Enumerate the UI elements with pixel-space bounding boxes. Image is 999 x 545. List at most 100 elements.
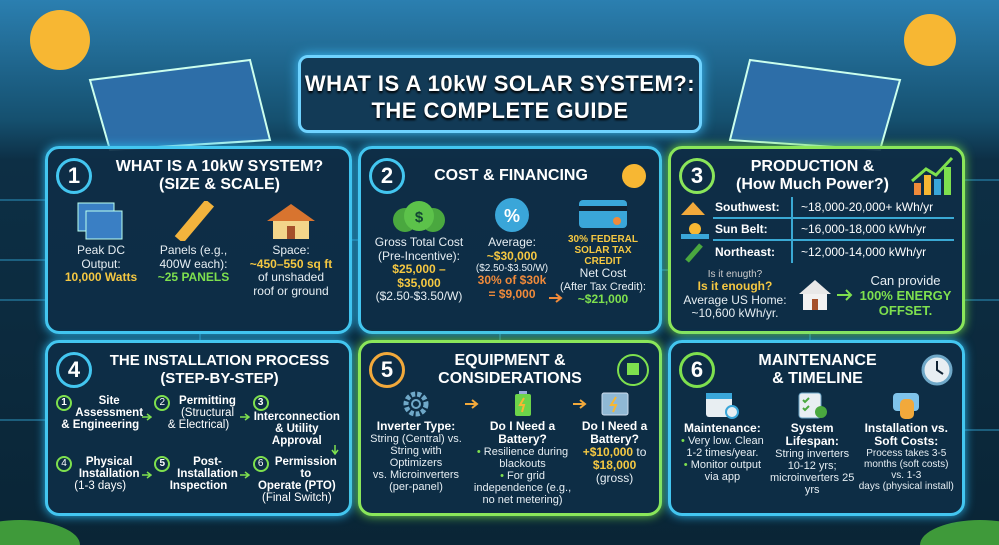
panel-size-scale: 1 WHAT IS A 10kW SYSTEM?(SIZE & SCALE) P…: [45, 146, 352, 334]
text: Process takes 3-5: [866, 448, 947, 459]
page-title: WHAT IS A 10kW SOLAR SYSTEM?: THE COMPLE…: [298, 55, 702, 133]
panel-subtitle: (STEP-BY-STEP): [160, 370, 279, 387]
panel-production: 3 PRODUCTION &(How Much Power?) Southwes…: [668, 146, 965, 334]
battery-icon: [514, 391, 531, 416]
text: Average:: [488, 235, 536, 249]
region-value: ~18,000-20,000+ kWh/yr: [801, 200, 934, 214]
text: of unshaded: [257, 270, 325, 284]
tax-credit-title: SOLAR TAX CREDIT: [574, 245, 632, 267]
region-row: Sun Belt:~16,000-18,000 kWh/yr: [713, 219, 954, 241]
title-line1: WHAT IS A 10kW SOLAR SYSTEM?:: [304, 71, 696, 96]
inverter-title: Inverter Type:: [376, 419, 456, 433]
step-number: 1: [56, 395, 72, 411]
text: vs. Microinverters: [372, 469, 460, 481]
panel-number: 4: [56, 352, 92, 388]
panel-subtitle: (How Much Power?): [736, 176, 889, 193]
step-number: 3: [252, 395, 269, 411]
region-value: ~12,000-14,000 kWh/yr: [801, 245, 927, 259]
credit-amount: 30% of $30k: [477, 273, 547, 287]
text: Battery?: [590, 432, 639, 446]
question-text: Is it enough?: [697, 279, 773, 294]
step-title: & Utility Approval: [271, 423, 322, 447]
gear-icon: [403, 391, 429, 417]
credit-amount: = $9,000: [488, 286, 536, 301]
step-note: (Final Switch): [262, 492, 332, 504]
title-line2: THE COMPLETE GUIDE: [371, 98, 629, 123]
money-bags-icon: $: [393, 201, 445, 232]
calendar-icon: [706, 393, 740, 419]
step-title: Installation: [78, 468, 140, 480]
space-value: ~450–550 sq ft: [249, 256, 333, 271]
arrow-right-icon: [240, 471, 250, 479]
bullet-text: Monitor output via app: [690, 459, 762, 483]
region-name: Southwest:: [713, 197, 793, 217]
text: (per-panel): [389, 481, 443, 493]
battery-cost-min: +$10,000: [582, 445, 634, 459]
solar-panel-illustration: [728, 58, 902, 152]
text: to: [633, 445, 647, 459]
step-note: (1-3 days): [74, 480, 127, 492]
plug-icon: [617, 354, 649, 386]
text: String with Optimizers: [389, 445, 443, 469]
panel-title: MAINTENANCE: [758, 352, 877, 369]
step-title: & Engineering: [61, 419, 140, 431]
avg-home-value: ~10,600 kWh/yr.: [691, 306, 779, 321]
text: 10-12 yrs;: [787, 460, 837, 472]
region-row: Southwest: ~18,000-20,000+ kWh/yr: [713, 197, 954, 219]
step-title: Installation: [177, 468, 238, 480]
step-number: 4: [56, 456, 72, 472]
average-cost-value: ~$30,000: [486, 248, 538, 263]
region-name: Sun Belt:: [713, 219, 793, 239]
step-title: Inspection: [169, 480, 228, 492]
text: ($2.50-$3.50/W): [475, 263, 549, 274]
panel-title: PRODUCTION &: [750, 158, 875, 175]
percent-badge-icon: %: [495, 198, 529, 232]
text: String inverters: [775, 448, 850, 460]
panel-subtitle: (SIZE & SCALE): [159, 176, 280, 193]
text: 400W each):: [159, 256, 228, 271]
panel-cost-financing: 2 COST & FINANCING $ Gross Total Cost(Pr…: [358, 146, 662, 334]
arrow-right-icon: [142, 413, 152, 421]
lifespan-title: System Lifespan:: [785, 421, 839, 448]
panel-maintenance: 6 MAINTENANCE& TIMELINE Maintenance: • V…: [668, 340, 965, 516]
soft-cost-title: Soft Costs:: [874, 434, 939, 448]
house-icon: [799, 280, 831, 310]
text: String (Central) vs.: [370, 433, 462, 445]
step-title: Site: [98, 395, 120, 407]
step-title: Operate (PTO): [257, 480, 336, 492]
step-number: 2: [154, 395, 171, 411]
step-title: Interconnection: [253, 411, 340, 423]
text: Peak DC: [76, 243, 126, 257]
gross-cost-value: $25,000 –: [392, 262, 446, 276]
step-note: (Structural: [180, 407, 235, 419]
sun-icon: [622, 164, 646, 188]
panel-title: COST & FINANCING: [434, 167, 588, 184]
panel-count-value: ~25 PANELS: [157, 270, 230, 284]
text: Net Cost: [579, 266, 627, 280]
cleaning-hand-icon: [893, 393, 920, 419]
offset-value: OFFSET.: [878, 302, 933, 318]
text: Average US Home:: [683, 292, 787, 307]
panel-number: 5: [369, 352, 405, 388]
soft-cost-title: Installation vs.: [864, 421, 948, 435]
text: Is it enugth?: [707, 269, 763, 281]
bullet-text: For grid independence (e.g., no net mete…: [473, 470, 572, 506]
text: Panels (e.g.,: [159, 243, 228, 257]
step-number: 6: [252, 456, 269, 472]
panel-equipment: 5 EQUIPMENT &CONSIDERATIONS Inverter Typ…: [358, 340, 662, 516]
text: Output:: [81, 256, 121, 271]
net-cost-value: ~$21,000: [577, 291, 629, 306]
ruler-icon: [174, 201, 214, 241]
arrow-right-icon: [573, 399, 587, 409]
step-note: & Electrical): [167, 419, 230, 431]
text: Do I Need a: [581, 419, 648, 433]
arrow-right-icon: [240, 413, 250, 421]
step-number: 5: [154, 456, 171, 472]
region-row: Northeast: ~12,000-14,000 kWh/yr: [713, 241, 954, 263]
solar-panel-illustration: [88, 58, 272, 152]
region-name: Northeast:: [713, 241, 793, 263]
